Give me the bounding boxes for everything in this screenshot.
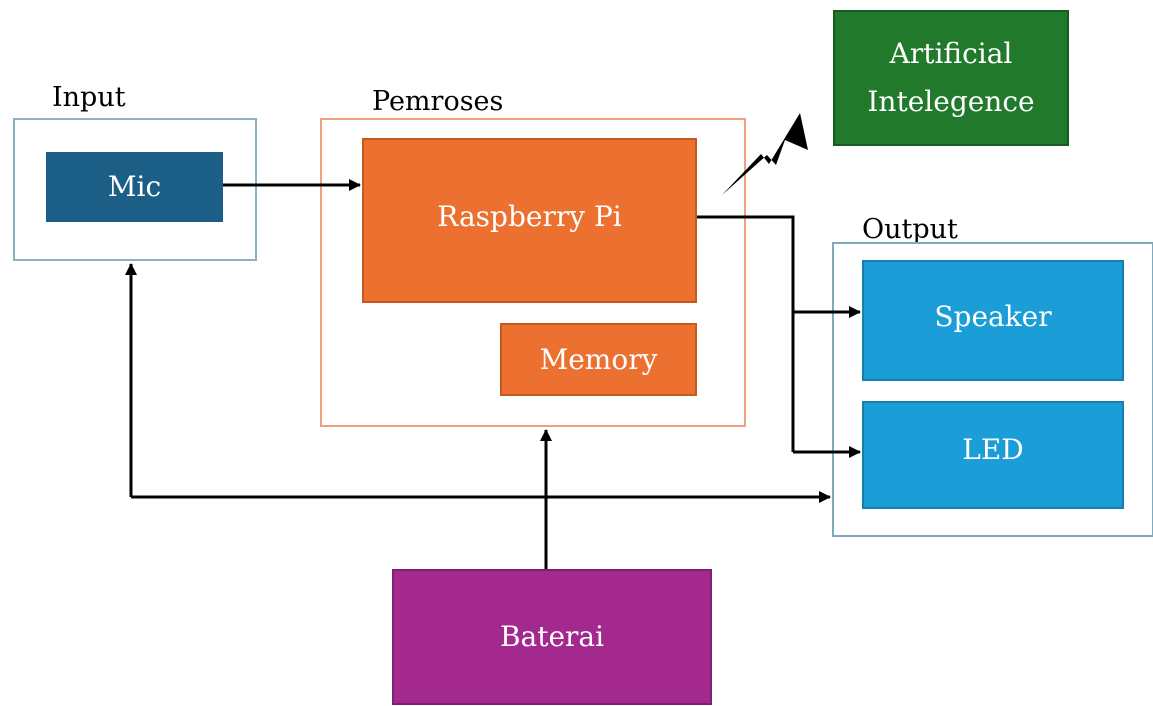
process-group-label: Pemroses bbox=[372, 86, 504, 117]
ai-label-line2: Intelegence bbox=[867, 85, 1035, 118]
speaker-label: Speaker bbox=[934, 300, 1052, 333]
memory-block: Memory bbox=[500, 323, 697, 396]
mic-block: Mic bbox=[46, 152, 223, 222]
raspberry-pi-block: Raspberry Pi bbox=[362, 138, 697, 303]
battery-label: Baterai bbox=[499, 620, 605, 654]
input-group-frame bbox=[13, 118, 257, 261]
output-group-label: Output bbox=[862, 214, 958, 245]
input-group-label: Input bbox=[52, 82, 126, 113]
mic-label: Mic bbox=[107, 170, 162, 204]
led-label: LED bbox=[962, 433, 1024, 466]
memory-label: Memory bbox=[539, 342, 658, 376]
artificial-intelligence-block: Artificial Intelegence bbox=[833, 10, 1069, 146]
battery-block: Baterai bbox=[392, 569, 712, 705]
raspberry-pi-label: Raspberry Pi bbox=[437, 200, 622, 233]
ai-label-line1: Artificial bbox=[889, 37, 1013, 71]
speaker-block: Speaker bbox=[862, 260, 1124, 381]
led-block: LED bbox=[862, 401, 1124, 509]
